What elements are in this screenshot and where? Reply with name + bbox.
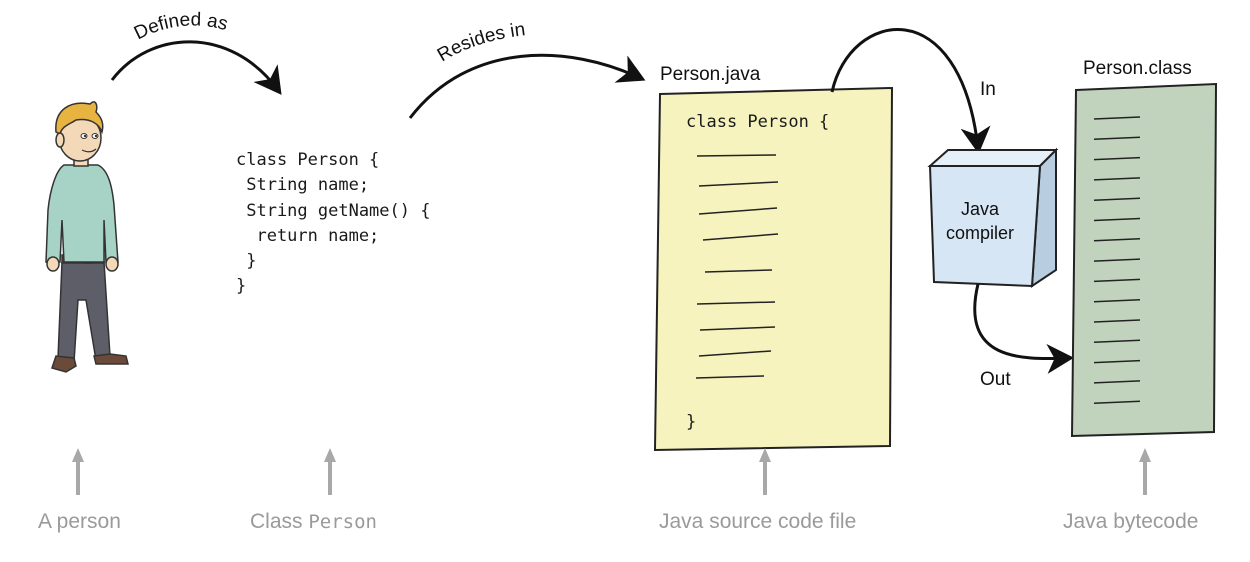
bytecode-line (1093, 298, 1141, 303)
java-compiler-box (927, 147, 1059, 288)
source-file-name: Person.java (660, 64, 761, 85)
source-last-line: } (686, 412, 697, 432)
class-pointer-arrow (324, 448, 336, 462)
person-figure (45, 101, 129, 373)
caption-class-name: Person (308, 511, 377, 533)
person-pointer-arrow (72, 448, 84, 462)
caption-pointers (72, 448, 1151, 495)
bytecode-line (1093, 380, 1141, 384)
caption-class: Class Person (250, 510, 377, 534)
caption-source: Java source code file (659, 510, 857, 533)
code-line: String getName() { (236, 200, 431, 221)
code-line: return name; (236, 225, 380, 246)
compiler-label: Java compiler (934, 197, 1026, 245)
source-file-page (653, 86, 894, 452)
source-code-scribbles (695, 154, 779, 379)
class-code: class Person { String name; String getNa… (236, 148, 430, 300)
bytecode-pointer-arrow (1139, 448, 1151, 462)
compiler-label-line2: compiler (945, 223, 1015, 243)
bytecode-line (1093, 217, 1141, 222)
resides-in-label: Resides in (434, 19, 527, 66)
bytecode-line (1093, 177, 1141, 181)
bytecode-line (1093, 278, 1141, 283)
class-file-name: Person.class (1083, 58, 1192, 79)
bytecode-line (1093, 116, 1141, 120)
caption-person: A person (38, 510, 121, 533)
bytecode-line (1093, 258, 1141, 262)
bytecode-line (1093, 400, 1141, 404)
bytecode-scribbles (1093, 116, 1141, 404)
in-arrow (830, 28, 991, 154)
bytecode-line (1093, 238, 1141, 242)
caption-class-prefix: Class (250, 510, 303, 533)
bytecode-line (1093, 359, 1141, 364)
compiler-label-line1: Java (960, 199, 1000, 219)
code-line: } (236, 251, 257, 272)
code-line: class Person { (236, 150, 380, 170)
bytecode-line (1093, 319, 1141, 323)
bytecode-line (1093, 156, 1141, 161)
defined-as-arrow (110, 40, 282, 95)
code-line: } (236, 276, 247, 297)
code-line: String name; (236, 175, 370, 196)
source-pointer-arrow (759, 448, 771, 462)
out-arrow (973, 283, 1074, 374)
caption-bytecode: Java bytecode (1063, 510, 1199, 533)
in-label: In (980, 79, 996, 100)
bytecode-page (1070, 82, 1218, 438)
out-label: Out (980, 369, 1011, 390)
resides-in-arrow (408, 53, 646, 119)
source-first-line: class Person { (686, 112, 830, 132)
bytecode-line (1093, 339, 1141, 344)
defined-as-label: Defined as (131, 9, 230, 44)
bytecode-line (1093, 136, 1141, 141)
bytecode-line (1093, 197, 1141, 201)
